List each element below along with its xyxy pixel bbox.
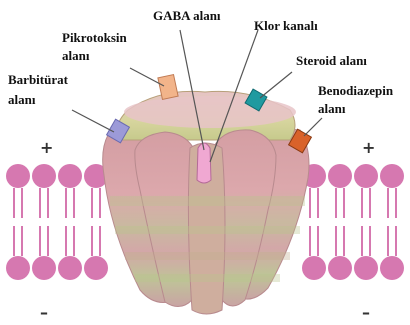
charge-top-left: +	[40, 138, 53, 157]
lipid-head	[380, 164, 404, 188]
lipid-head	[32, 256, 56, 280]
gaba-site-label: GABA alanı	[153, 8, 221, 23]
charge-top-right: +	[362, 138, 375, 157]
receptor-top-cap	[124, 96, 296, 128]
lipid-head	[354, 256, 378, 280]
lipid-head	[328, 164, 352, 188]
benzodiazepine-site-label-line1: Benodiazepin	[318, 83, 394, 98]
barbiturate-leader-line	[72, 110, 114, 132]
lipid-head	[84, 256, 108, 280]
charge-bottom-right: –	[362, 303, 370, 322]
charge-bottom-left: –	[40, 303, 48, 322]
lipid-head	[6, 256, 30, 280]
steroid-site-label: Steroid alanı	[296, 53, 367, 68]
picrotoxin-site-label-line1: Pikrotoksin	[62, 30, 128, 45]
barbiturate-site-label-line2: alanı	[8, 92, 36, 107]
steroid-leader-line	[260, 72, 292, 98]
lipid-head	[328, 256, 352, 280]
lipid-head	[6, 164, 30, 188]
lipid-head	[354, 164, 378, 188]
receptor-complex	[103, 91, 309, 314]
chlorine-channel-label: Klor kanalı	[254, 18, 318, 33]
lipid-head	[380, 256, 404, 280]
lipid-head	[58, 256, 82, 280]
benzodiazepine-site-label-line2: alanı	[318, 101, 346, 116]
picrotoxin-site-label-line2: alanı	[62, 48, 90, 63]
barbiturate-site-label-line1: Barbitürat	[8, 72, 69, 87]
lipid-head	[32, 164, 56, 188]
benzodiazepine-leader-line	[304, 118, 322, 136]
lipid-head	[58, 164, 82, 188]
lipid-head	[302, 256, 326, 280]
picrotoxin-leader-line	[130, 68, 164, 86]
